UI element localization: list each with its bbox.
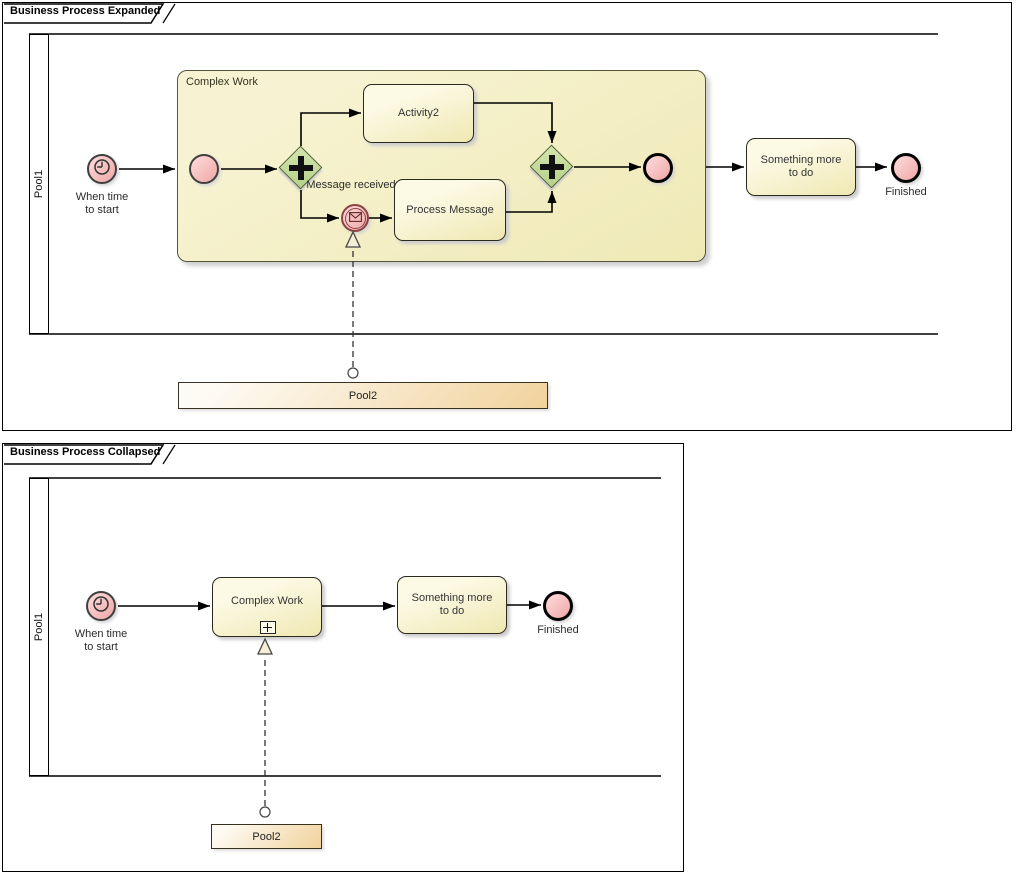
timer-icon [93, 158, 111, 181]
subprocess-title: Complex Work [186, 76, 258, 88]
finished-label: Finished [885, 186, 927, 198]
timer-icon [92, 595, 110, 618]
end-event-finished[interactable] [891, 153, 921, 183]
expanded-shapes: Pool1 When time to start Complex Work Ac… [3, 3, 1011, 430]
collapsed-subprocess-complex-work[interactable]: Complex Work [212, 577, 322, 637]
pool2-label: Pool2 [348, 389, 378, 402]
pool1-label: Pool1 [33, 612, 45, 642]
task-something-label: Something more to do [760, 154, 842, 179]
task-something-more-to-do[interactable]: Something more to do [397, 576, 507, 634]
task-process-message[interactable]: Process Message [394, 179, 506, 241]
task-something-more-to-do[interactable]: Something more to do [746, 138, 856, 196]
message-icon [348, 209, 362, 227]
pool1-lane-band[interactable]: Pool1 [29, 34, 49, 334]
frame-business-process-expanded: Pool1 When time to start Complex Work Ac… [2, 2, 1012, 431]
end-event-finished[interactable] [543, 591, 573, 621]
event-inner-ring [344, 207, 366, 229]
frame-title-expanded: Business Process Expanded [10, 5, 161, 17]
parallel-gateway-join[interactable] [529, 144, 574, 189]
inner-end-event[interactable] [643, 153, 673, 183]
task-something-label: Something more to do [411, 592, 493, 617]
pool1-label: Pool1 [33, 169, 45, 199]
pool1-lane-band[interactable]: Pool1 [29, 478, 49, 776]
task-process-message-label: Process Message [406, 203, 494, 216]
message-event-label: Message received [306, 179, 396, 191]
subprocess-plus-icon[interactable] [260, 621, 276, 634]
timer-start-event[interactable] [86, 591, 116, 621]
timer-event-label: When time to start [74, 628, 128, 653]
collapsed-shapes: Pool1 When time to start Complex Work So… [3, 444, 683, 871]
inner-start-event[interactable] [189, 154, 219, 184]
finished-label: Finished [537, 624, 579, 636]
message-intermediate-event[interactable] [341, 204, 369, 232]
pool2[interactable]: Pool2 [211, 824, 322, 849]
timer-start-event[interactable] [87, 154, 117, 184]
pool2-label: Pool2 [252, 830, 281, 843]
subprocess-label: Complex Work [231, 594, 303, 607]
task-activity2-label: Activity2 [398, 107, 439, 119]
frame-business-process-collapsed: Pool1 When time to start Complex Work So… [2, 443, 684, 872]
task-activity2[interactable]: Activity2 [363, 84, 474, 143]
frame-title-collapsed: Business Process Collapsed [10, 446, 161, 458]
pool2[interactable]: Pool2 [178, 382, 548, 409]
timer-event-label: When time to start [75, 191, 129, 216]
